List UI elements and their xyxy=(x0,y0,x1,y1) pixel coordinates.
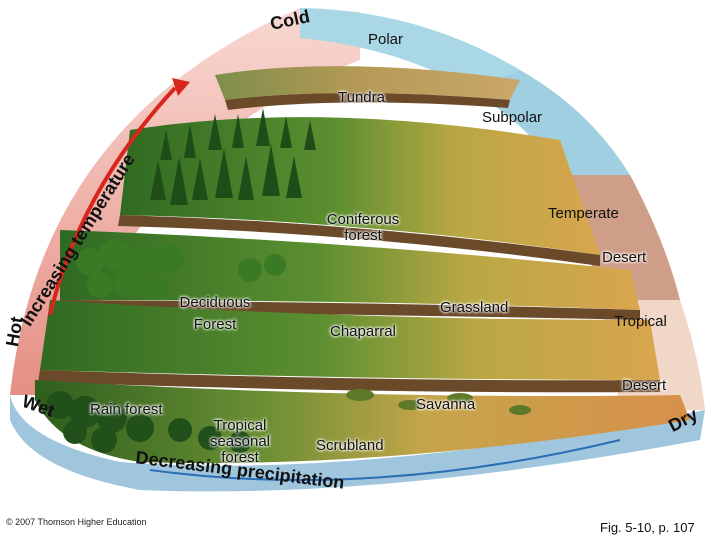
zone-polar-label: Polar xyxy=(368,31,404,48)
conifer-trees xyxy=(150,108,316,205)
tundra-layer xyxy=(215,66,520,100)
figure-reference: Fig. 5-10, p. 107 xyxy=(600,520,695,535)
deciduous-trees xyxy=(76,239,286,300)
biome-chaparral-label: Chaparral xyxy=(330,323,396,340)
biome-savanna-label: Savanna xyxy=(416,396,476,413)
bottom-band xyxy=(10,395,705,492)
deciduous-edge xyxy=(58,300,640,320)
temperate-lower-edge xyxy=(38,370,660,393)
polar-band xyxy=(300,8,520,90)
zone-tropical-label: Tropical xyxy=(614,313,667,330)
precipitation-arrow xyxy=(149,439,621,481)
biome-scrubland-label: Scrubland xyxy=(316,437,384,454)
copyright-text: © 2007 Thomson Higher Education xyxy=(6,517,147,527)
temperature-arrow-head xyxy=(172,78,190,96)
temperate-band xyxy=(560,175,680,300)
rainforest-trees xyxy=(46,391,251,453)
zone-temperate-label: Temperate xyxy=(548,205,619,222)
savanna-trees xyxy=(346,389,531,415)
deciduous-layer xyxy=(60,230,640,310)
biome-coniferous-forest-label: Coniferous forest xyxy=(326,211,400,244)
coniferous-edge xyxy=(118,215,600,266)
biome-tundra-label: Tundra xyxy=(338,89,385,106)
biome-desert-temperate-label: Desert xyxy=(602,249,647,266)
coniferous-layer xyxy=(120,117,600,255)
tropical-layer xyxy=(35,380,690,464)
temperate-lower-layer xyxy=(40,300,660,380)
biome-grassland-label: Grassland xyxy=(440,299,509,316)
tundra-edge xyxy=(225,93,510,110)
biome-desert-tropical-label: Desert xyxy=(622,377,667,394)
biome-deciduous-forest-label: Deciduous Forest xyxy=(179,294,251,333)
temperature-arrow xyxy=(48,86,177,316)
biome-rain-forest-label: Rain forest xyxy=(90,401,163,418)
zone-subpolar-label: Subpolar xyxy=(482,109,543,126)
biome-tropical-seasonal-forest-label: Tropical seasonal forest xyxy=(209,417,271,466)
